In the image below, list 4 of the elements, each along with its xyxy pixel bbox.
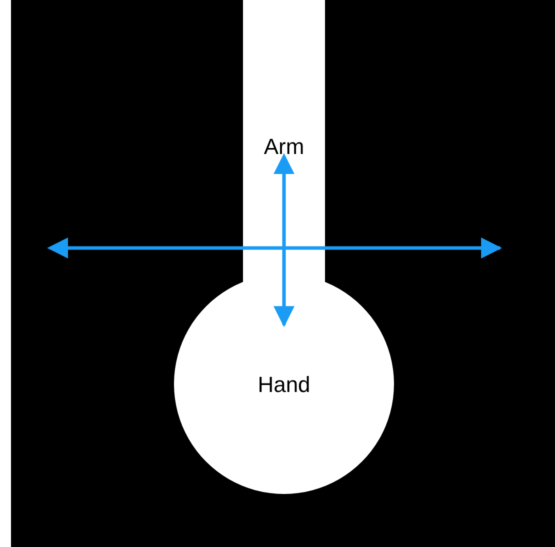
arm-band: [243, 0, 325, 274]
arrow: [274, 153, 294, 328]
node-label: Arm: [264, 134, 304, 160]
node-label: Hand: [258, 372, 310, 398]
